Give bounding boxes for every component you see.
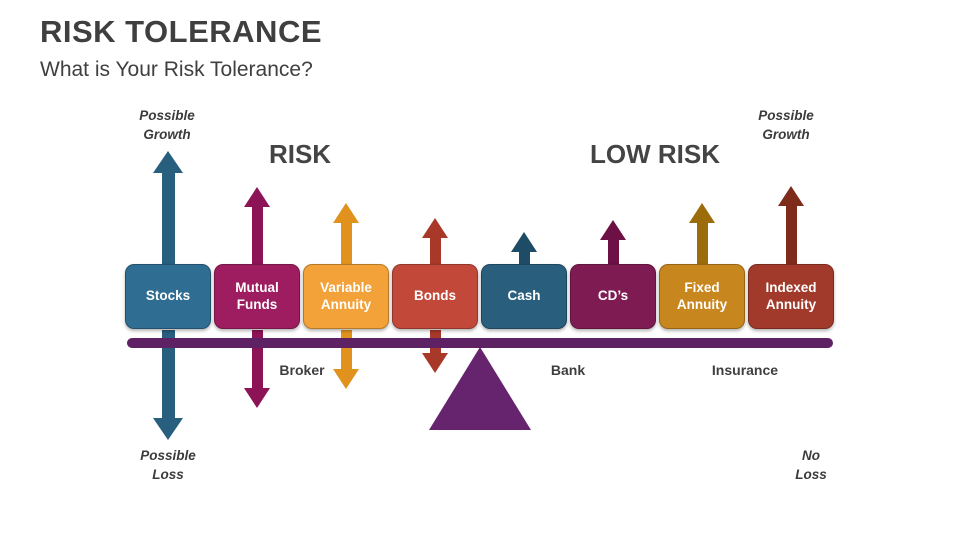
arrow-head-icon	[153, 418, 183, 440]
arrow-stem	[785, 206, 797, 272]
arrow-stem	[161, 330, 175, 418]
item-box-fixed-annuity: Fixed Annuity	[659, 264, 745, 329]
up-arrow-mutual-funds	[244, 187, 270, 272]
arrow-head-icon	[153, 151, 183, 173]
item-label: Variable Annuity	[320, 279, 372, 312]
arrow-head-icon	[600, 220, 626, 240]
arrow-head-icon	[689, 203, 715, 223]
label-broker: Broker	[279, 362, 325, 378]
up-arrow-cds	[600, 220, 626, 272]
down-arrow-mutual-funds	[242, 330, 272, 408]
arrow-head-icon	[333, 203, 359, 223]
item-label: CD’s	[597, 288, 629, 304]
up-arrow-variable-annuity	[333, 203, 359, 272]
arrow-stem	[251, 207, 263, 272]
up-arrow-fixed-annuity	[689, 203, 715, 272]
arrow-stem	[429, 238, 441, 272]
page-subtitle: What is Your Risk Tolerance?	[40, 58, 313, 81]
arrow-head-icon	[244, 388, 270, 408]
arrow-stem	[340, 330, 352, 369]
arrow-head-icon	[511, 232, 537, 252]
page-title: RISK TOLERANCE	[40, 14, 323, 49]
arrow-stem	[340, 223, 352, 272]
label-possible-growth-left: Possible Growth	[139, 108, 195, 142]
up-arrow-indexed-annuity	[778, 186, 804, 272]
fulcrum-triangle-icon	[429, 347, 531, 430]
label-no-loss: No Loss	[795, 448, 827, 482]
arrow-head-icon	[422, 218, 448, 238]
label-bank: Bank	[550, 362, 586, 378]
item-box-variable-annuity: Variable Annuity	[303, 264, 389, 329]
label-insurance: Insurance	[711, 362, 779, 378]
item-label: Cash	[507, 288, 541, 304]
low-risk-heading: LOW RISK	[590, 139, 720, 169]
label-possible-growth-right: Possible Growth	[758, 108, 814, 142]
arrow-stem	[161, 173, 175, 272]
item-label: Bonds	[414, 288, 456, 304]
risk-heading: RISK	[268, 139, 332, 169]
arrow-head-icon	[333, 369, 359, 389]
item-box-cash: Cash	[481, 264, 567, 329]
arrow-stem	[251, 330, 263, 388]
item-box-stocks: Stocks	[125, 264, 211, 329]
up-arrow-bonds	[422, 218, 448, 272]
item-box-mutual-funds: Mutual Funds	[214, 264, 300, 329]
item-box-indexed-annuity: Indexed Annuity	[748, 264, 834, 329]
item-label: Fixed Annuity	[676, 279, 728, 312]
item-box-bonds: Bonds	[392, 264, 478, 329]
up-arrow-cash	[511, 232, 537, 272]
up-arrow-stocks	[153, 151, 183, 272]
seesaw-beam	[127, 338, 833, 348]
item-label: Stocks	[145, 288, 191, 304]
arrow-stem	[696, 223, 708, 272]
arrow-head-icon	[244, 187, 270, 207]
label-possible-loss: Possible Loss	[140, 448, 196, 482]
item-label: Mutual Funds	[235, 279, 279, 312]
item-box-cds: CD’s	[570, 264, 656, 329]
arrow-stem	[518, 252, 530, 272]
arrow-stem	[607, 240, 619, 272]
down-arrow-stocks	[153, 330, 183, 440]
arrow-head-icon	[778, 186, 804, 206]
item-label: Indexed Annuity	[765, 279, 817, 312]
down-arrow-variable-annuity	[331, 330, 361, 389]
